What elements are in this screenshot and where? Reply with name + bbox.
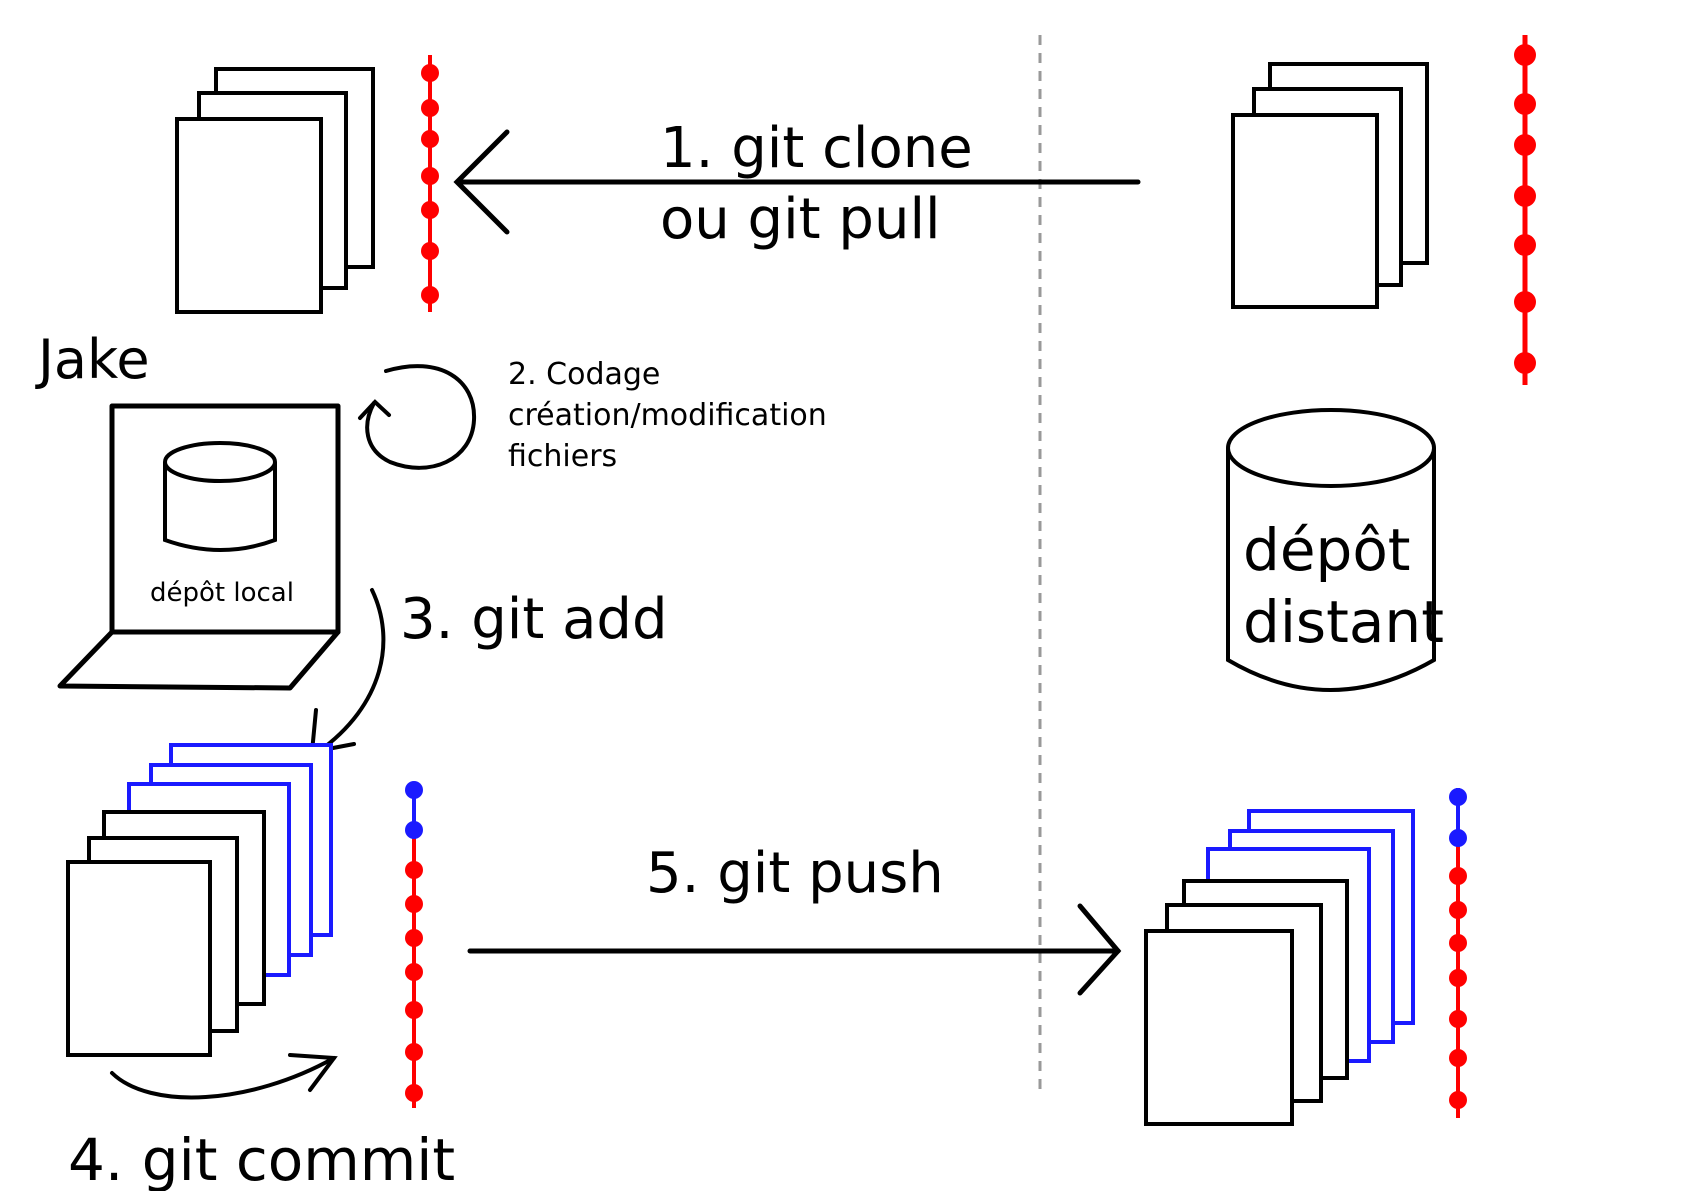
- remote-repo-label-line2: distant: [1243, 588, 1444, 656]
- staged-files-stack-icon: [66, 743, 333, 1057]
- local-database-icon: [163, 441, 277, 552]
- push-label: 5. git push: [646, 841, 944, 906]
- pull-label: ou git pull: [660, 187, 941, 252]
- remote-history-timeline-icon: [1514, 35, 1536, 385]
- clone-pull-arrow: [453, 129, 1141, 235]
- coding-loop-arrow: [358, 364, 477, 470]
- user-name: Jake: [35, 328, 150, 391]
- remote-pushed-files-stack-icon: [1144, 809, 1415, 1126]
- coding-label-line3: fichiers: [508, 439, 617, 474]
- coding-label-line1: 2. Codage: [508, 357, 660, 392]
- local-repo-label: dépôt local: [150, 578, 294, 608]
- remote-repo-label-line1: dépôt: [1243, 516, 1411, 584]
- remote-files-stack-icon: [1231, 62, 1429, 309]
- coding-label-line2: création/modification: [508, 398, 827, 433]
- commit-label: 4. git commit: [68, 1126, 455, 1191]
- commit-arrow: [110, 1053, 338, 1100]
- push-arrow: [467, 903, 1122, 996]
- local-history-timeline-icon: [421, 55, 439, 312]
- local-files-stack-icon: [175, 67, 375, 314]
- add-label: 3. git add: [400, 587, 668, 652]
- remote-pushed-history-icon: [1449, 788, 1467, 1118]
- clone-label: 1. git clone: [660, 116, 973, 181]
- local-commit-history-icon: [405, 781, 423, 1108]
- remote-database-icon: [1226, 408, 1436, 692]
